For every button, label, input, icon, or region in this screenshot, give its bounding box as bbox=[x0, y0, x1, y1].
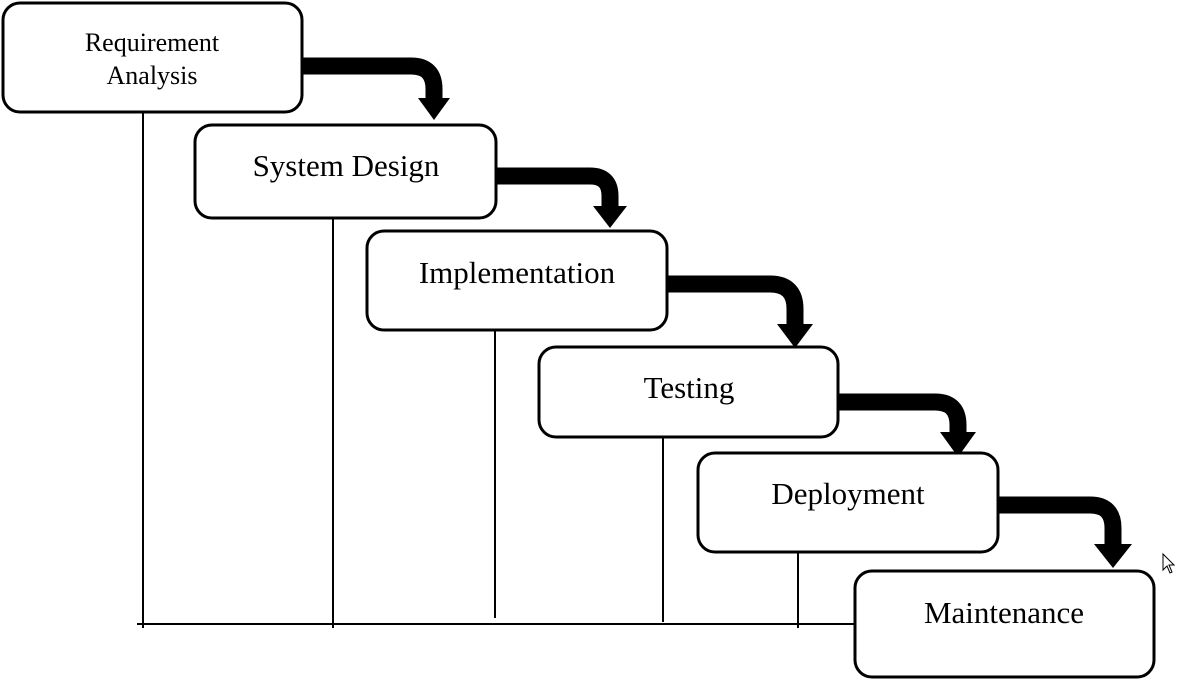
stage-system-design: System Design bbox=[193, 123, 498, 220]
stage-box bbox=[1, 1, 304, 114]
timeline-guides bbox=[137, 112, 858, 628]
stage-deployment: Deployment bbox=[696, 451, 1000, 554]
stage-label-line-2: Analysis bbox=[107, 61, 198, 90]
stage-implementation: Implementation bbox=[365, 229, 669, 332]
stage-box bbox=[853, 569, 1156, 679]
arrow-deployment-to-maintenance bbox=[998, 496, 1132, 568]
flow-arrows bbox=[294, 57, 1132, 568]
stage-label: Testing bbox=[644, 370, 735, 405]
arrow-design-to-implementation bbox=[496, 167, 627, 228]
stage-label: Maintenance bbox=[924, 595, 1084, 630]
stage-label-line-1: Requirement bbox=[85, 28, 220, 57]
stage-label: Deployment bbox=[771, 476, 925, 511]
arrow-testing-to-deployment bbox=[838, 393, 976, 457]
stage-requirement-analysis: Requirement Analysis bbox=[1, 1, 304, 114]
mouse-cursor-icon bbox=[1162, 552, 1176, 574]
arrow-implementation-to-testing bbox=[662, 275, 813, 348]
stage-maintenance: Maintenance bbox=[853, 569, 1156, 679]
stage-label: Implementation bbox=[419, 255, 616, 290]
stage-box bbox=[193, 123, 498, 220]
arrow-requirement-to-design bbox=[294, 57, 450, 120]
stage-label: System Design bbox=[253, 148, 440, 183]
stage-box bbox=[365, 229, 669, 332]
stage-testing: Testing bbox=[537, 345, 840, 439]
stage-box bbox=[696, 451, 1000, 554]
stage-box bbox=[537, 345, 840, 439]
